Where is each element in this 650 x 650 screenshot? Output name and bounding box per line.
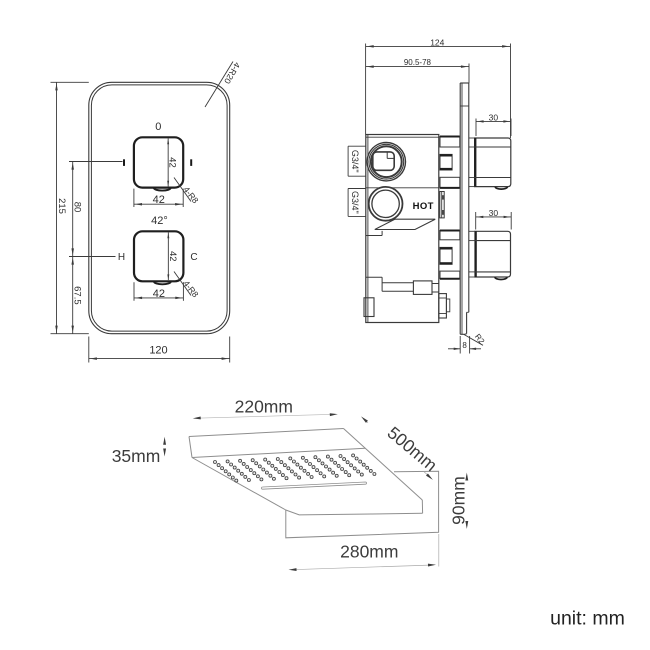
- svg-text:C: C: [190, 252, 197, 263]
- svg-text:0: 0: [155, 121, 161, 133]
- svg-text:42°: 42°: [151, 215, 168, 227]
- svg-text:42: 42: [153, 194, 165, 206]
- svg-text:67.5: 67.5: [71, 286, 82, 305]
- svg-text:90.5-78: 90.5-78: [404, 58, 432, 67]
- svg-text:G3/4": G3/4": [350, 150, 360, 173]
- svg-text:35mm: 35mm: [112, 446, 161, 466]
- svg-text:280mm: 280mm: [340, 542, 398, 562]
- svg-text:H: H: [118, 252, 125, 263]
- svg-text:unit: mm: unit: mm: [550, 608, 625, 630]
- svg-text:30: 30: [489, 113, 499, 123]
- svg-text:8: 8: [462, 341, 467, 350]
- svg-text:42: 42: [167, 157, 178, 168]
- svg-text:124: 124: [430, 37, 444, 47]
- svg-text:HOT: HOT: [413, 201, 434, 212]
- svg-text:42: 42: [167, 251, 178, 262]
- svg-text:90mm: 90mm: [449, 476, 469, 525]
- svg-text:42: 42: [153, 288, 165, 300]
- svg-text:120: 120: [149, 345, 167, 357]
- svg-text:220mm: 220mm: [235, 397, 293, 417]
- svg-text:30: 30: [489, 208, 499, 218]
- svg-text:80: 80: [71, 202, 82, 213]
- svg-text:215: 215: [56, 198, 67, 214]
- svg-text:G3/4": G3/4": [350, 191, 360, 214]
